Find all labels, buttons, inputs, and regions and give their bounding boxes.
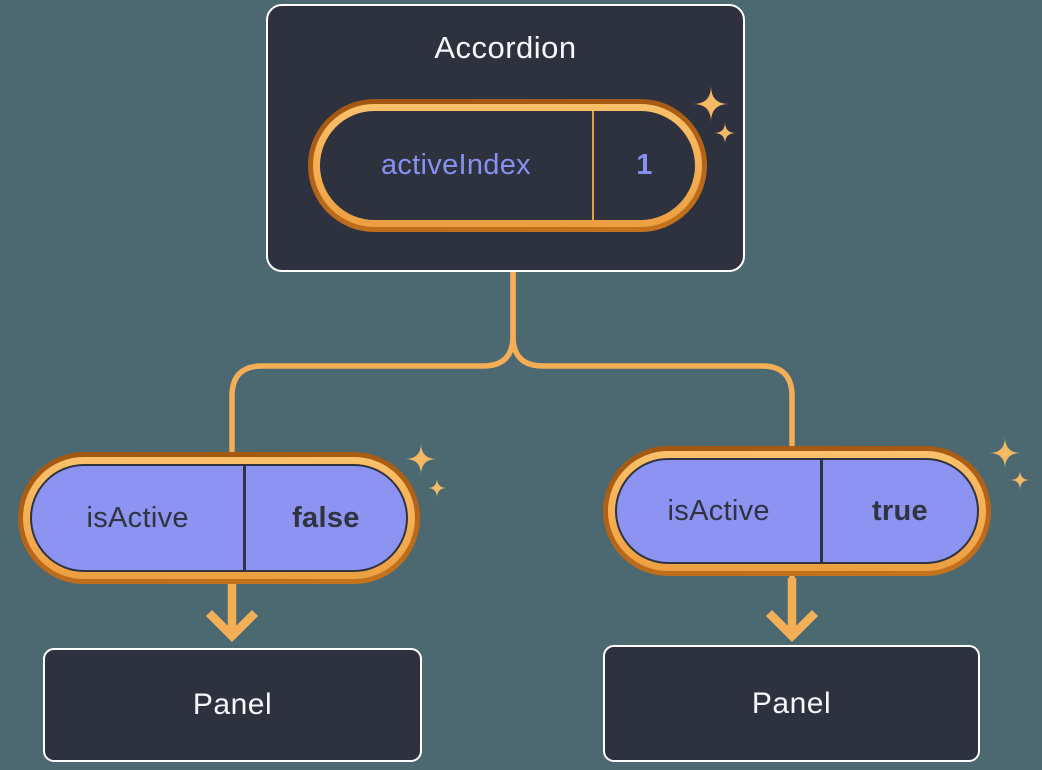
- state-name-label: activeIndex: [380, 149, 531, 181]
- arrow-left-head: [205, 609, 259, 643]
- prop-pill-core: isActive true: [615, 458, 979, 564]
- sparkle-icon: [989, 437, 1030, 490]
- prop-pill-divider: [820, 460, 823, 562]
- prop-name-label: isActive: [86, 501, 189, 534]
- prop-value-label: true: [871, 494, 928, 527]
- accordion-title: Accordion: [434, 30, 577, 65]
- state-pill-divider: [591, 111, 594, 220]
- prop-pill-ring-inner: isActive true: [608, 451, 986, 571]
- prop-pill-ring-inner: isActive false: [23, 457, 415, 579]
- prop-pill-isactive-false: isActive false: [18, 452, 420, 584]
- prop-value-label: false: [292, 501, 360, 534]
- arrow-right-head: [765, 609, 819, 643]
- prop-pill-ring-outer: isActive false: [18, 452, 420, 584]
- prop-pill-ring-outer: isActive true: [603, 446, 991, 576]
- panel-label: Panel: [751, 686, 832, 720]
- state-value-label: 1: [636, 149, 653, 181]
- state-pill-ring-inner: activeIndex 1: [313, 104, 702, 227]
- prop-name-label: isActive: [667, 494, 770, 527]
- panel-box-right: Panel: [603, 645, 980, 762]
- state-pill-activeindex: activeIndex 1: [308, 99, 707, 232]
- state-pill-ring-outer: activeIndex 1: [308, 99, 707, 232]
- panel-label: Panel: [192, 688, 273, 721]
- prop-pill-isactive-true: isActive true: [603, 446, 991, 576]
- panel-box-left: Panel: [43, 648, 422, 762]
- prop-pill-core: isActive false: [30, 464, 408, 572]
- state-pill-core: activeIndex 1: [320, 111, 695, 220]
